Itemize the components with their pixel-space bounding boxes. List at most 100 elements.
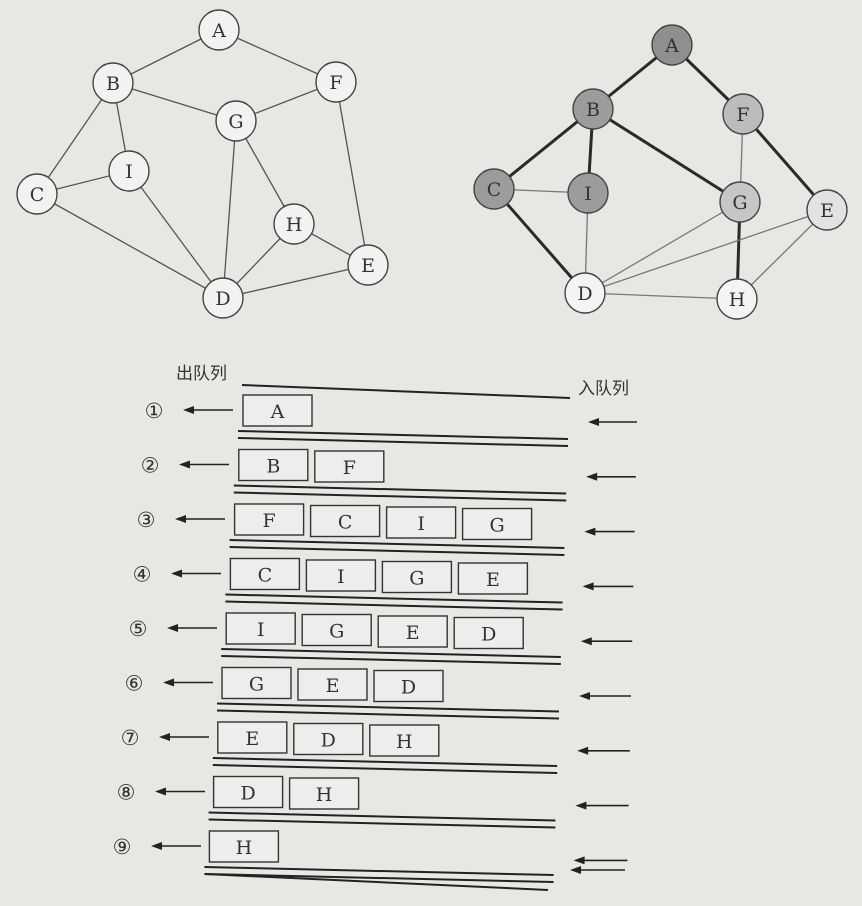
- right-node-E: [806, 189, 848, 231]
- right-node-label: D: [577, 283, 592, 305]
- queue-item-label: H: [236, 837, 253, 859]
- right-edge-F-E: [741, 113, 829, 211]
- left-edge-D-E: [222, 264, 369, 299]
- left-node-label: D: [215, 288, 230, 310]
- left-node-label: H: [286, 214, 303, 236]
- right-edge-E-D: [584, 209, 828, 294]
- queue-item-box: [225, 612, 296, 645]
- queue-row-border: [225, 593, 563, 604]
- queue-item-label: E: [486, 569, 500, 591]
- dequeue-arrow-head: [151, 842, 162, 850]
- queue-top-border: [241, 384, 571, 399]
- step-marker: ②: [141, 454, 160, 478]
- enqueue-arrow-head: [577, 746, 589, 755]
- queue-row-border: [216, 702, 560, 713]
- queue-row-border: [208, 811, 556, 822]
- queue-item-box: [453, 616, 524, 650]
- left-edge-I-D: [128, 170, 224, 299]
- queue-item-label: I: [257, 619, 265, 641]
- queue-item-label: G: [490, 515, 505, 537]
- queue-item-box: [233, 503, 305, 536]
- enqueue-arrow-head: [575, 801, 587, 810]
- queue-item-label: G: [249, 674, 264, 696]
- queue-item-box: [242, 394, 313, 427]
- enqueue-arrow-head: [570, 866, 581, 874]
- queue-item-box: [305, 559, 377, 592]
- enqueue-label: 入队列: [578, 379, 629, 399]
- left-node-label: E: [361, 255, 375, 277]
- right-edge-B-G: [592, 107, 741, 204]
- step-marker: ④: [133, 563, 152, 587]
- queue-item-box: [309, 504, 381, 538]
- queue-item-box: [238, 448, 309, 482]
- step-marker: ⑨: [113, 835, 132, 859]
- enqueue-arrow-head: [580, 637, 592, 646]
- right-edge-G-D: [584, 201, 741, 294]
- step-marker: ⑦: [121, 726, 140, 750]
- left-node-C: [16, 173, 58, 215]
- enqueue-arrow-head: [588, 418, 599, 426]
- queue-item-label: B: [266, 456, 280, 478]
- left-node-B: [92, 62, 134, 104]
- left-node-F: [315, 61, 357, 103]
- queue-row-border: [237, 430, 569, 440]
- left-node-A: [198, 9, 240, 51]
- queue-step: ② B F: [141, 448, 636, 502]
- queue-item-box: [381, 560, 453, 594]
- queue-item-box: [301, 613, 372, 647]
- queue-item-box: [217, 721, 288, 754]
- queue-row-border: [204, 866, 554, 876]
- queue-row-border: [212, 764, 558, 774]
- queue-item-label: F: [263, 510, 276, 532]
- queue-row-border: [233, 484, 567, 495]
- queue-item-box: [377, 615, 448, 648]
- queue-item-label: E: [245, 728, 259, 750]
- queue-item-label: E: [406, 622, 420, 644]
- right-node-label: H: [729, 289, 746, 311]
- queue-row-border: [229, 539, 565, 549]
- right-node-I: [567, 172, 609, 214]
- queue-item-box: [229, 557, 301, 591]
- queue-item-box: [212, 775, 284, 809]
- right-node-label: B: [586, 99, 600, 121]
- queue-row-border: [221, 655, 561, 665]
- left-node-H: [273, 203, 315, 245]
- left-edge-A-F: [218, 29, 337, 83]
- queue-item-label: D: [481, 624, 496, 646]
- enqueue-arrow-head: [573, 856, 585, 865]
- left-node-label: F: [329, 72, 342, 94]
- queue-item-box: [221, 666, 292, 700]
- queue-item-label: A: [270, 401, 285, 423]
- left-node-label: B: [106, 73, 120, 95]
- right-node-B: [572, 88, 614, 130]
- dequeue-arrow-head: [171, 569, 182, 578]
- step-marker: ⑧: [117, 781, 136, 805]
- enqueue-arrow-head: [579, 692, 590, 700]
- queue-item-label: I: [417, 513, 425, 535]
- queue-bottom-border: [204, 873, 549, 891]
- queue-item-label: E: [326, 675, 340, 697]
- queue-item-box: [461, 507, 533, 541]
- dequeue-label: 出队列: [176, 364, 227, 384]
- left-edge-B-G: [112, 82, 237, 122]
- dequeue-arrow-head: [159, 733, 170, 741]
- left-node-G: [215, 100, 257, 142]
- queue-item-label: F: [343, 457, 356, 479]
- right-edge-B-C: [493, 107, 594, 191]
- right-node-label: I: [584, 183, 592, 205]
- right-node-G: [719, 181, 761, 223]
- right-node-label: C: [487, 179, 502, 201]
- right-node-label: E: [820, 200, 834, 222]
- queue-item-label: D: [401, 677, 416, 699]
- right-node-A: [651, 24, 693, 66]
- queue-item-box: [208, 830, 280, 863]
